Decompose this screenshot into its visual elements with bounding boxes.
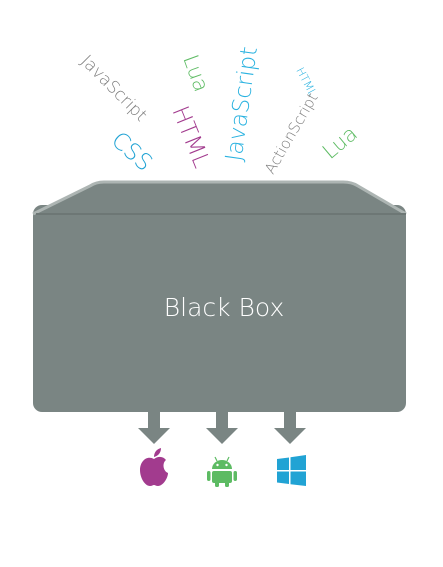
language-words: JavaScript CSS Lua HTML JavaScript HTML … (76, 45, 361, 177)
platform-icons (140, 448, 306, 487)
android-icon (207, 456, 237, 487)
box-body (33, 205, 406, 412)
black-box: Black Box (32, 180, 407, 412)
box-label: Black Box (164, 293, 285, 322)
windows-icon (277, 455, 306, 486)
word-html-purple: HTML (166, 103, 214, 172)
word-javascript-blue: JavaScript (221, 45, 263, 163)
box-lid (33, 182, 406, 214)
arrow-down-icon (206, 412, 238, 444)
word-actionscript: ActionScript (261, 90, 322, 177)
arrow-down-icon (274, 412, 306, 444)
word-lua-top: Lua (178, 52, 213, 95)
word-css: CSS (106, 127, 157, 177)
box-lid-rim (32, 180, 407, 216)
output-arrows (138, 412, 306, 444)
word-lua-right: Lua (318, 121, 362, 163)
word-javascript-gray: JavaScript (76, 51, 150, 125)
arrow-down-icon (138, 412, 170, 444)
apple-icon (140, 448, 168, 486)
